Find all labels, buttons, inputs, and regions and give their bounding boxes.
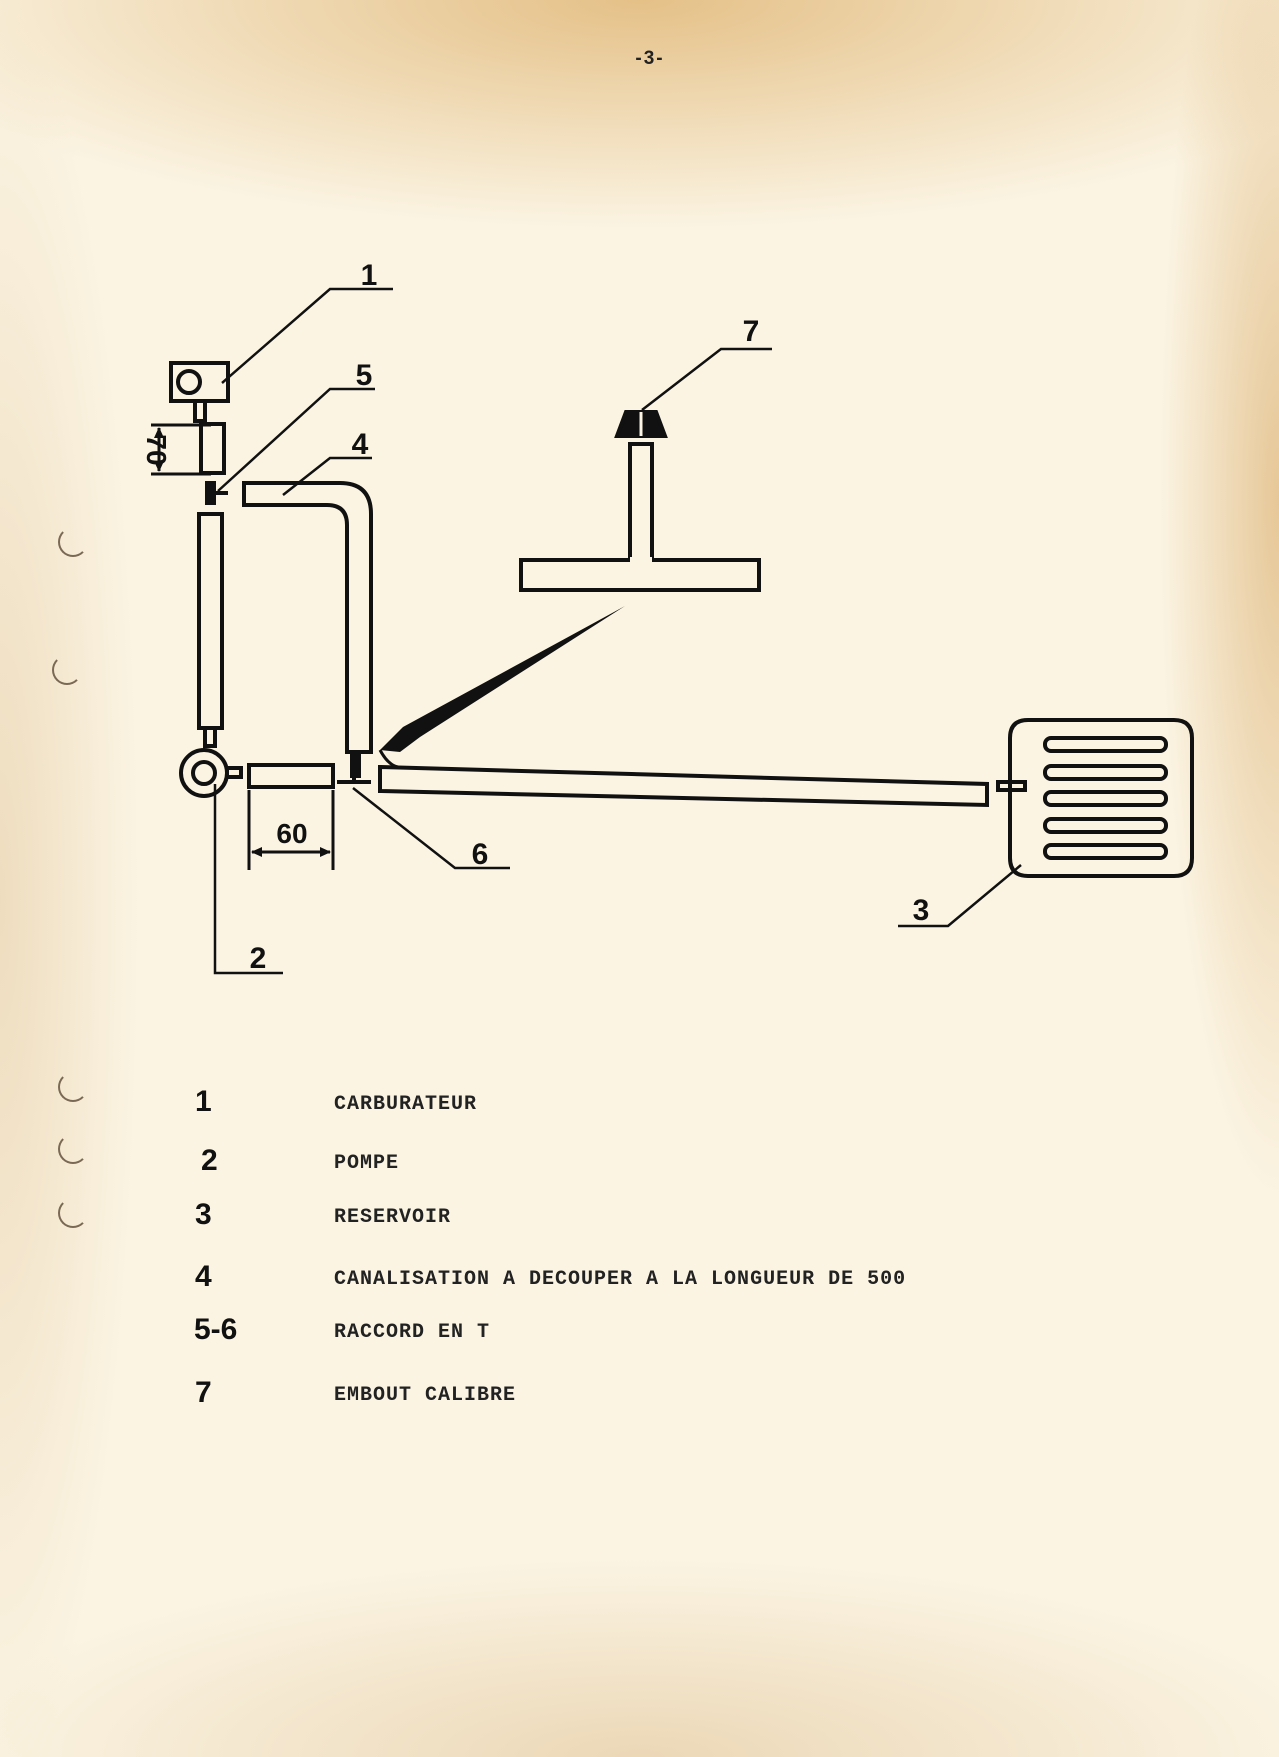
- dimension-70: [151, 423, 211, 476]
- legend-number: 5-6: [194, 1313, 238, 1346]
- callout-1: 1: [361, 259, 378, 292]
- callout-4: 4: [352, 428, 369, 461]
- callout-7: 7: [743, 315, 760, 348]
- legend-description: POMPE: [334, 1152, 400, 1175]
- legend-description: CANALISATION A DECOUPER A LA LONGUEUR DE…: [334, 1268, 907, 1291]
- tee-fitting-5: [205, 481, 228, 505]
- page-number: -3-: [635, 48, 665, 69]
- callout-2: 2: [250, 942, 267, 975]
- punch-hole: [58, 1198, 88, 1228]
- legend-number: 1: [195, 1085, 212, 1118]
- calibrated-nozzle: [519, 410, 761, 592]
- pump: [179, 748, 243, 798]
- detail-pointer-curl: [378, 749, 399, 769]
- callout-3: 3: [913, 894, 930, 927]
- canalisation-4: [242, 481, 373, 754]
- pump-outlet-hose-segment: [247, 763, 335, 789]
- pump-supply-hose: [197, 512, 224, 748]
- detail-pointer: [380, 606, 625, 752]
- legend-number: 3: [195, 1198, 212, 1231]
- legend-description: RESERVOIR: [334, 1206, 452, 1229]
- legend-row: 2 POMPE: [195, 1144, 1095, 1184]
- callout-6: 6: [472, 838, 489, 871]
- legend-row: 7 EMBOUT CALIBRE: [195, 1376, 1095, 1416]
- dimension-60-label: 60: [276, 818, 307, 849]
- fuel-tank: [996, 718, 1194, 878]
- legend-row: 4 CANALISATION A DECOUPER A LA LONGUEUR …: [195, 1260, 1095, 1300]
- legend-number: 7: [195, 1376, 212, 1409]
- legend-number: 2: [201, 1144, 218, 1177]
- leader-lines: [213, 287, 1022, 975]
- carburetor-hose-segment: [199, 422, 226, 475]
- legend-row: 3 RESERVOIR: [195, 1198, 1095, 1238]
- punch-hole: [58, 527, 88, 557]
- callout-5: 5: [356, 359, 373, 392]
- legend-number: 4: [195, 1260, 212, 1293]
- legend-row: 1 CARBURATEUR: [195, 1085, 1095, 1125]
- tank-feed-hose: [378, 764, 989, 808]
- dimension-60: [247, 790, 335, 870]
- legend-description: EMBOUT CALIBRE: [334, 1384, 517, 1407]
- tee-fitting-6: [337, 754, 371, 784]
- punch-hole: [58, 1134, 88, 1164]
- legend-description: CARBURATEUR: [334, 1093, 478, 1116]
- punch-hole: [52, 655, 82, 685]
- dimension-70-label: 70: [141, 434, 172, 465]
- legend-description: RACCORD EN T: [334, 1321, 491, 1344]
- carburetor: [169, 361, 230, 423]
- legend-row: 5-6 RACCORD EN T: [194, 1313, 1095, 1353]
- punch-hole: [58, 1072, 88, 1102]
